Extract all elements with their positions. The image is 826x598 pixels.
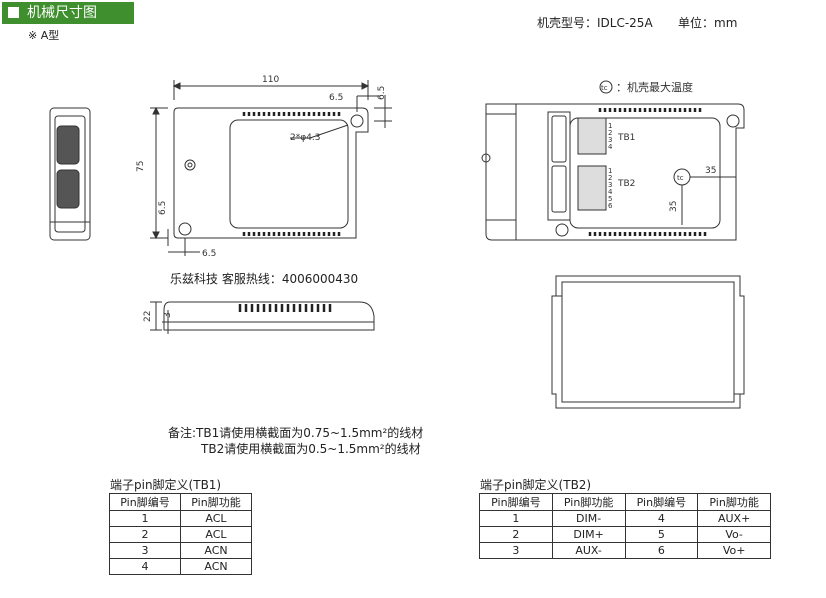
model-label: 机壳型号：IDLC-25A — [537, 16, 653, 30]
table-cell: Vo- — [697, 526, 771, 543]
table-cell: 2 — [479, 526, 553, 543]
table-cell: 5 — [624, 526, 699, 543]
dim-hole-y: 6.5 — [377, 86, 387, 100]
tb2-pin-label: 6 — [608, 202, 613, 210]
tc-legend-symbol: tc — [601, 84, 608, 92]
table-cell: Vo+ — [697, 542, 771, 559]
table-cell: AUX- — [551, 542, 626, 559]
table-cell: 1 — [479, 510, 553, 527]
notes-text-1: TB1请使用横截面为0.75~1.5mm²的线材 — [196, 426, 424, 440]
table-cell: 2 — [109, 526, 181, 543]
section-title: 机械尺寸图 — [27, 5, 97, 21]
right-view — [481, 80, 745, 241]
unit-label: 单位：mm — [678, 16, 738, 30]
tc-legend: ：机壳最大温度 — [616, 80, 693, 94]
tb1-pin-label: 3 — [608, 136, 612, 144]
tc-dim-x: 35 — [705, 166, 716, 176]
table-cell: 4 — [109, 558, 181, 575]
table-cell: 6 — [624, 542, 699, 559]
top-view — [150, 80, 392, 256]
table-cell: ACL — [180, 510, 252, 527]
dim-hole-y2: 6.5 — [158, 201, 168, 215]
tb2-table-title: 端子pin脚定义(TB2) — [480, 478, 592, 492]
table-header: Pin脚功能 — [697, 493, 771, 511]
hotline-text: 乐兹科技 客服热线：4006000430 — [170, 272, 359, 286]
tb1-pin-label: 1 — [608, 122, 612, 130]
dim-hole-x2: 6.5 — [202, 249, 216, 259]
dim-side-height: 22 — [143, 311, 153, 322]
table-cell: 4 — [624, 510, 699, 527]
side-view — [150, 301, 375, 334]
tb2-pin-label: 2 — [608, 174, 612, 182]
table-cell: DIM+ — [551, 526, 626, 543]
table-cell: ACN — [180, 542, 252, 559]
notes-prefix: 备注: — [168, 426, 197, 440]
tb1-table-title: 端子pin脚定义(TB1) — [110, 478, 222, 492]
tb2-pin-label: 3 — [608, 181, 612, 189]
end-view — [49, 107, 91, 241]
notes-text-2: TB2请使用横截面为0.5~1.5mm²的线材 — [201, 442, 421, 456]
notes-line-1: 备注:TB1请使用横截面为0.75~1.5mm²的线材 — [168, 424, 423, 441]
table-cell: AUX+ — [697, 510, 771, 527]
table-header: Pin脚功能 — [551, 493, 626, 511]
tb2-pin-label: 4 — [608, 188, 613, 196]
table-header-row: Pin脚编号 Pin脚功能 — [109, 493, 252, 511]
table-cell: ACN — [180, 558, 252, 575]
table-cell: 3 — [109, 542, 181, 559]
table-cell: 1 — [109, 510, 181, 527]
hole-note: 2*φ4.3 — [290, 133, 320, 143]
tb2-label: TB2 — [617, 179, 635, 189]
tc-dim-y: 35 — [669, 201, 679, 212]
table-header: Pin脚编号 — [624, 493, 699, 511]
section-title-bar: 机械尺寸图 — [2, 2, 134, 24]
dim-side-base: 3 — [163, 312, 173, 318]
tc-symbol: tc — [677, 174, 684, 182]
table-cell: 3 — [479, 542, 553, 559]
tb1-pin-label: 2 — [608, 129, 612, 137]
bracket-view — [551, 275, 745, 409]
table-cell: ACL — [180, 526, 252, 543]
tb2-pin-label: 1 — [608, 167, 612, 175]
dim-hole-x: 6.5 — [329, 93, 343, 103]
tb1-label: TB1 — [617, 133, 635, 143]
table-header: Pin脚编号 — [479, 493, 553, 511]
dim-width: 110 — [262, 75, 279, 85]
mechanical-drawing: 110 75 6.5 6.5 2*φ4.3 6.5 6.5 22 3 ：机壳最大… — [49, 75, 745, 409]
variant-label: ※ A型 — [28, 29, 60, 42]
table-header-row: Pin脚编号 Pin脚功能 Pin脚编号 Pin脚功能 — [479, 493, 771, 511]
dim-height: 75 — [136, 161, 146, 172]
table-header: Pin脚功能 — [180, 493, 252, 511]
table-cell: DIM- — [551, 510, 626, 527]
tb1-pin-label: 4 — [608, 143, 613, 151]
table-header: Pin脚编号 — [109, 493, 181, 511]
tb2-pin-label: 5 — [608, 195, 612, 203]
square-icon — [8, 7, 19, 18]
